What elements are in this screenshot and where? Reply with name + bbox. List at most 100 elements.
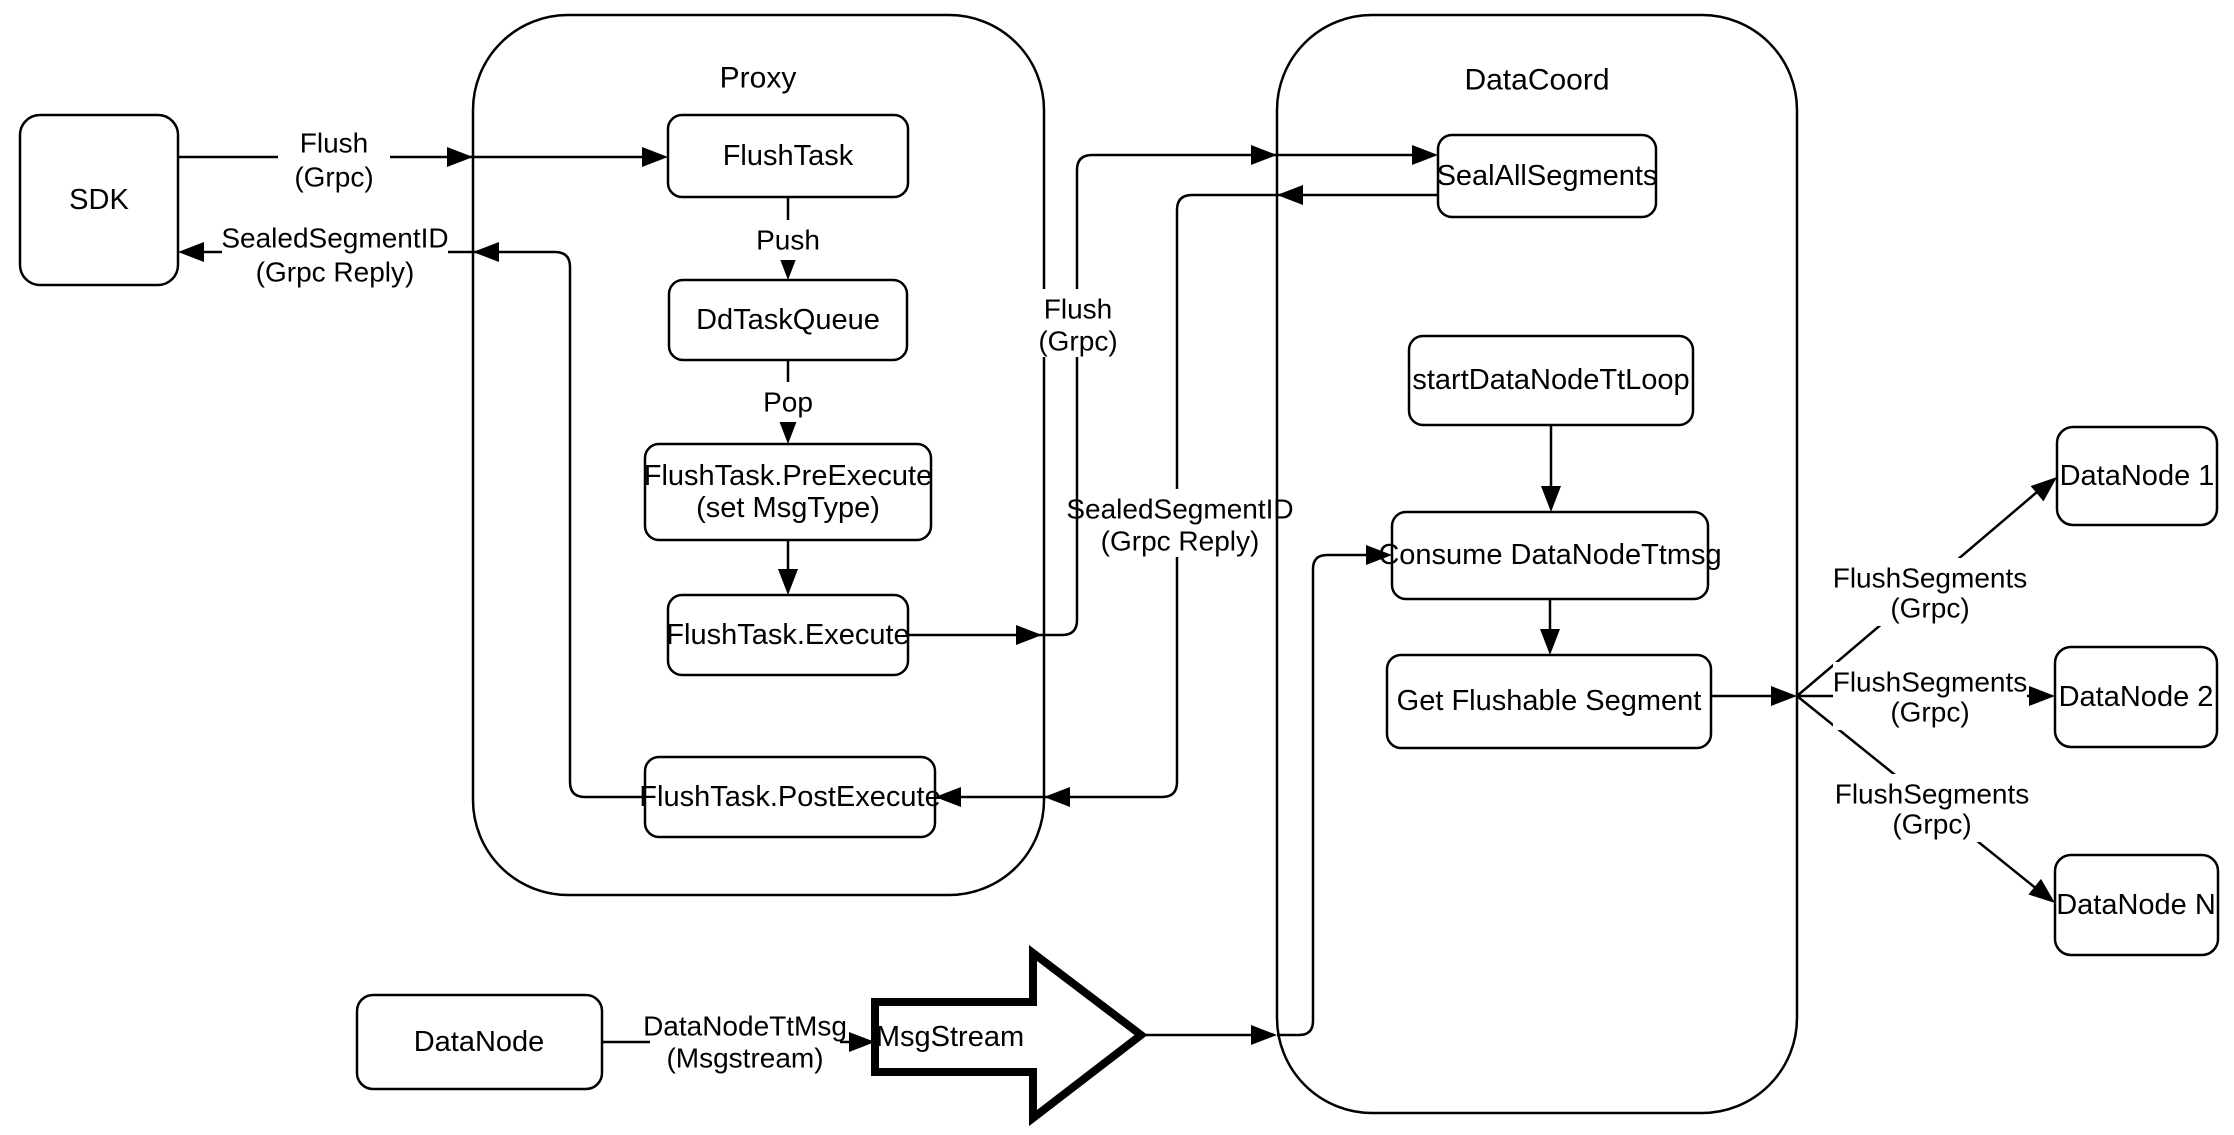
node-datanode: DataNode	[355, 993, 604, 1091]
label-pop: Pop	[758, 382, 819, 422]
node-datanode2-label: DataNode 2	[2059, 681, 2214, 713]
node-datanode-label: DataNode	[414, 1026, 545, 1058]
node-datanode1: DataNode 1	[2055, 425, 2219, 527]
label-flushsegments2-line2: (Grpc)	[1890, 697, 1969, 728]
node-datanode1-label: DataNode 1	[2060, 460, 2215, 492]
proxy-container: Proxy	[471, 13, 1046, 897]
label-flushsegments-2: FlushSegments (Grpc)	[1833, 662, 2028, 730]
node-msgstream: MsgStream	[871, 944, 1148, 1127]
node-postexecute: FlushTask.PostExecute	[639, 755, 941, 839]
datacoord-container-outline	[1275, 13, 1799, 1115]
node-ddtaskqueue-label: DdTaskQueue	[696, 304, 880, 336]
label-bg	[1084, 489, 1274, 557]
label-bg	[1027, 289, 1129, 357]
node-consumedatanodettmsg-box	[1390, 510, 1710, 601]
arrowhead-into-preexecute	[778, 418, 798, 444]
label-bg	[278, 120, 390, 194]
arrowhead-getflushable-border	[1771, 686, 1797, 706]
node-datanode-box	[355, 993, 604, 1091]
arrowhead-reply-proxy-border	[473, 242, 499, 262]
label-sdk-flush: Flush (Grpc)	[278, 120, 390, 194]
arrowhead-msgstream-datacoord-border	[1251, 1025, 1277, 1045]
label-sdk-flush-line2: (Grpc)	[294, 162, 373, 193]
label-proxy-flush-line1: Flush	[1044, 294, 1112, 325]
label-bg	[758, 382, 819, 422]
proxy-title: Proxy	[720, 62, 797, 95]
label-flushsegments1-line2: (Grpc)	[1890, 593, 1969, 624]
node-consumedatanodettmsg-label: Consume DataNodeTtmsg	[1378, 539, 1721, 571]
node-sdk: SDK	[18, 113, 180, 287]
node-startdatanodettloop-label: startDataNodeTtLoop	[1412, 364, 1689, 396]
node-datanoden: DataNode N	[2053, 853, 2220, 957]
label-flushsegments2-line1: FlushSegments	[1833, 667, 2028, 698]
node-execute-box	[666, 593, 910, 677]
node-getflushablesegment-box	[1385, 653, 1713, 750]
label-proxy-reply: SealedSegmentID (Grpc Reply)	[1066, 489, 1294, 557]
edge-border-to-consume	[1277, 553, 1386, 1037]
label-proxy-reply-line2: (Grpc Reply)	[1101, 526, 1260, 557]
node-datanode2-box	[2053, 645, 2219, 749]
edge-postexecute-to-sdk	[184, 250, 645, 799]
label-bg	[650, 1006, 840, 1076]
label-proxy-reply-line1: SealedSegmentID	[1066, 494, 1293, 525]
arrowhead-execute-proxy-border	[1016, 625, 1042, 645]
label-sdk-reply-line2: (Grpc Reply)	[256, 257, 415, 288]
arrowhead-into-flushtask	[642, 147, 668, 167]
node-preexecute-label-line2: (set MsgType)	[696, 492, 880, 524]
label-push: Push	[753, 220, 823, 260]
arrowheads	[178, 145, 2057, 1052]
label-bg	[1835, 774, 2029, 842]
arrowhead-into-datanoden	[2028, 878, 2055, 903]
node-flushtask-box	[666, 113, 910, 199]
node-consumedatanodettmsg: Consume DataNodeTtmsg	[1378, 510, 1722, 601]
node-msgstream-label: MsgStream	[876, 1021, 1024, 1053]
arrowhead-into-msgstream	[849, 1032, 875, 1052]
node-preexecute: FlushTask.PreExecute (set MsgType)	[644, 442, 933, 542]
node-sealallsegments: SealAllSegments	[1436, 133, 1658, 219]
node-getflushablesegment-label: Get Flushable Segment	[1397, 685, 1702, 717]
arrowhead-into-consume-left	[1366, 545, 1392, 565]
arrowhead-flush-datacoord-border	[1251, 145, 1277, 165]
node-ddtaskqueue: DdTaskQueue	[667, 278, 909, 362]
label-pop-text: Pop	[763, 387, 813, 418]
node-sdk-label: SDK	[69, 184, 129, 216]
datacoord-container: DataCoord	[1275, 13, 1799, 1115]
label-datanodettmsg-line1: DataNodeTtMsg	[643, 1011, 847, 1042]
node-sdk-box	[18, 113, 180, 287]
arrowhead-into-sealallsegments	[1412, 145, 1438, 165]
arrowhead-into-execute	[778, 569, 798, 595]
arrowhead-flush-proxy-border	[447, 147, 473, 167]
label-flushsegments1-line1: FlushSegments	[1833, 563, 2028, 594]
label-datanodettmsg-line2: (Msgstream)	[666, 1043, 823, 1074]
label-sdk-reply-line1: SealedSegmentID	[221, 223, 448, 254]
arrowhead-into-datanode2	[2029, 686, 2055, 706]
label-proxy-flush: Flush (Grpc)	[1027, 289, 1129, 357]
node-datanoden-label: DataNode N	[2056, 889, 2216, 921]
label-flushsegments3-line1: FlushSegments	[1835, 779, 2030, 810]
edge-execute-to-sealallsegments	[908, 153, 1432, 637]
arrowhead-reply-datacoord-border	[1277, 185, 1303, 205]
arrowhead-into-consume-top	[1541, 486, 1561, 512]
node-sealallsegments-box	[1436, 133, 1658, 219]
node-getflushablesegment: Get Flushable Segment	[1385, 653, 1713, 750]
arrowhead-reply-proxy-border-right	[1044, 787, 1070, 807]
node-flushtask: FlushTask	[666, 113, 910, 199]
node-datanode2: DataNode 2	[2053, 645, 2219, 749]
label-bg	[1833, 558, 2027, 626]
arrowhead-into-getflushable	[1540, 629, 1560, 655]
label-flushsegments3-line2: (Grpc)	[1892, 809, 1971, 840]
label-sdk-reply: SealedSegmentID (Grpc Reply)	[221, 216, 449, 288]
node-datanoden-box	[2053, 853, 2220, 957]
label-push-text: Push	[756, 225, 820, 256]
node-preexecute-label-line1: FlushTask.PreExecute	[644, 460, 933, 492]
edge-labels: Flush (Grpc) SealedSegmentID (Grpc Reply…	[221, 120, 2029, 1076]
label-flushsegments-1: FlushSegments (Grpc)	[1833, 558, 2028, 626]
label-datanodettmsg: DataNodeTtMsg (Msgstream)	[643, 1006, 847, 1076]
edges	[178, 153, 2051, 1044]
msgstream-block-arrow-shape	[871, 944, 1148, 1127]
arrowhead-into-postexecute	[935, 787, 961, 807]
label-proxy-flush-line2: (Grpc)	[1038, 326, 1117, 357]
datacoord-title: DataCoord	[1464, 64, 1609, 97]
